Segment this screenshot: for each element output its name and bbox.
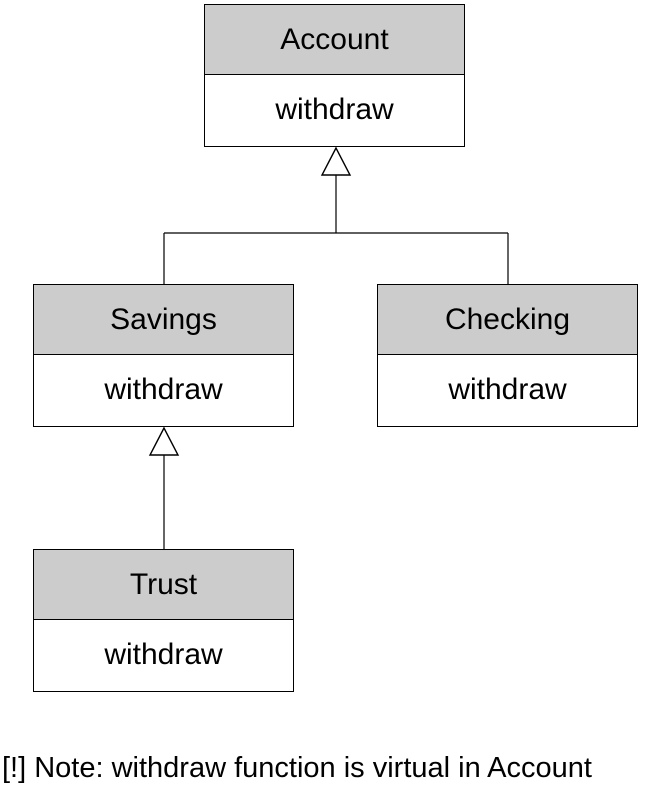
class-account: Account withdraw [204,4,465,147]
account-inheritance-arrow-icon [320,146,352,176]
class-savings-method: withdraw [104,373,223,406]
class-account-method: withdraw [275,93,394,126]
class-checking: Checking withdraw [377,284,638,427]
class-trust-name: Trust [34,550,293,620]
class-trust-method: withdraw [104,638,223,671]
class-trust: Trust withdraw [33,549,294,692]
class-savings-name: Savings [34,285,293,355]
class-checking-name: Checking [378,285,637,355]
class-savings: Savings withdraw [33,284,294,427]
class-account-name: Account [205,5,464,75]
diagram-note: [!] Note: withdraw function is virtual i… [2,752,592,784]
class-checking-method: withdraw [448,373,567,406]
savings-inheritance-arrow-icon [148,426,180,456]
